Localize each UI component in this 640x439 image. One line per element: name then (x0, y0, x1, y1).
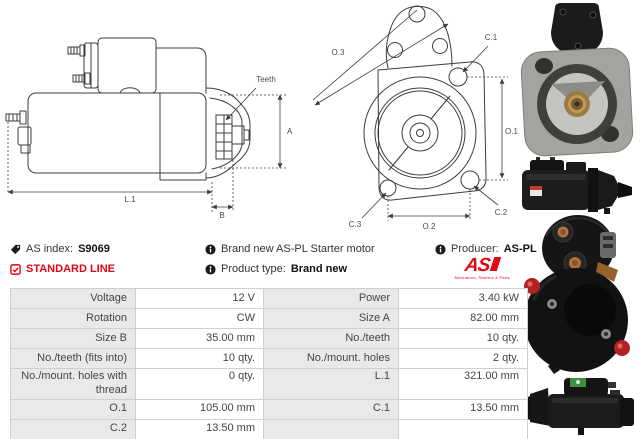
spec-value: 12 V (135, 288, 264, 309)
product-type-row: Product type: Brand new (205, 263, 347, 275)
dim-label-l1: L.1 (124, 195, 136, 204)
spec-value: 13.50 mm (135, 418, 264, 439)
spec-table: Voltage 12 V Power 3.40 kW Rotation CW S… (10, 288, 528, 439)
brand-new-row: Brand new AS-PL Starter motor (205, 243, 375, 255)
dim-label-c2: C.2 (495, 208, 508, 217)
spec-label (263, 418, 399, 439)
spec-label: Voltage (10, 288, 136, 309)
info-icon (435, 243, 446, 255)
as-pl-logo: AS Alternators, Starters & Parts (447, 255, 517, 280)
spec-label: O.1 (10, 398, 136, 420)
dim-label-o3: O.3 (332, 48, 345, 57)
table-row: No./teeth (fits into) 10 qty. No./mount.… (10, 348, 528, 369)
table-row: Voltage 12 V Power 3.40 kW (10, 288, 528, 309)
table-row: Rotation CW Size A 82.00 mm (10, 308, 528, 329)
spec-value: CW (135, 308, 264, 329)
spec-label: No./mount. holes (263, 348, 399, 369)
spec-value: 10 qty. (135, 348, 264, 369)
as-index-value: S9069 (78, 243, 110, 255)
brand-new-text: Brand new AS-PL Starter motor (221, 243, 375, 255)
product-photo-side-view-left (514, 378, 634, 435)
info-icon (205, 263, 216, 275)
as-pl-logo-flag (489, 257, 501, 271)
as-index-label: AS index: (26, 243, 74, 255)
producer-row: Producer: AS-PL (435, 243, 537, 255)
producer-value: AS-PL (503, 243, 537, 255)
spec-label: Rotation (10, 308, 136, 329)
table-row: Size B 35.00 mm No./teeth 10 qty. (10, 328, 528, 349)
spec-label: No./teeth (fits into) (10, 348, 136, 369)
spec-value: 3.40 kW (398, 288, 528, 309)
as-pl-logo-text: AS (463, 255, 492, 276)
spec-value: 10 qty. (398, 328, 528, 349)
product-photo-front-view (520, 3, 634, 157)
product-type-value: Brand new (290, 263, 348, 275)
table-row: No./mount. holes with thread 0 qty. L.1 … (10, 368, 528, 400)
producer-label: Producer: (451, 243, 499, 255)
checkbox-checked-icon (10, 263, 21, 275)
table-row: O.1 105.00 mm C.1 13.50 mm (10, 398, 528, 420)
as-index-row: AS index: S9069 (10, 243, 110, 255)
spec-label: C.2 (10, 418, 136, 439)
product-type-label: Product type: (221, 263, 286, 275)
spec-value: 105.00 mm (135, 398, 264, 420)
dim-label-c3: C.3 (349, 220, 362, 229)
spec-value: 321.00 mm (398, 368, 528, 400)
table-row: C.2 13.50 mm (10, 418, 528, 439)
spec-label: No./mount. holes with thread (10, 368, 136, 400)
dim-label-teeth: Teeth (256, 75, 276, 84)
spec-label: L.1 (263, 368, 399, 400)
as-pl-logo-tagline: Alternators, Starters & Parts (454, 275, 510, 280)
dim-label-o1: O.1 (505, 127, 518, 136)
spec-value (398, 418, 528, 439)
spec-value: 35.00 mm (135, 328, 264, 349)
dim-label-o2: O.2 (423, 222, 436, 231)
spec-value: 2 qty. (398, 348, 528, 369)
technical-drawing-side-view: L.1 B A Teeth (5, 37, 293, 220)
standard-line-row: STANDARD LINE (10, 263, 115, 275)
tag-icon (10, 244, 21, 254)
technical-drawing-front-view: O.3 C.1 O.1 C.2 C.3 O.2 (312, 5, 518, 231)
spec-label: Size B (10, 328, 136, 349)
dim-label-a: A (287, 127, 293, 136)
product-photo-rear-view (524, 215, 630, 374)
standard-line-label: STANDARD LINE (26, 263, 116, 275)
spec-label: Power (263, 288, 399, 309)
info-icon (205, 243, 216, 255)
dim-label-b: B (219, 211, 224, 220)
spec-label: No./teeth (263, 328, 399, 349)
dim-label-c1: C.1 (485, 33, 498, 42)
spec-value: 13.50 mm (398, 398, 528, 420)
spec-label: C.1 (263, 398, 399, 420)
spec-label: Size A (263, 308, 399, 329)
spec-value: 0 qty. (135, 368, 264, 400)
spec-value: 82.00 mm (398, 308, 528, 329)
product-photo-side-view-right (522, 157, 632, 214)
